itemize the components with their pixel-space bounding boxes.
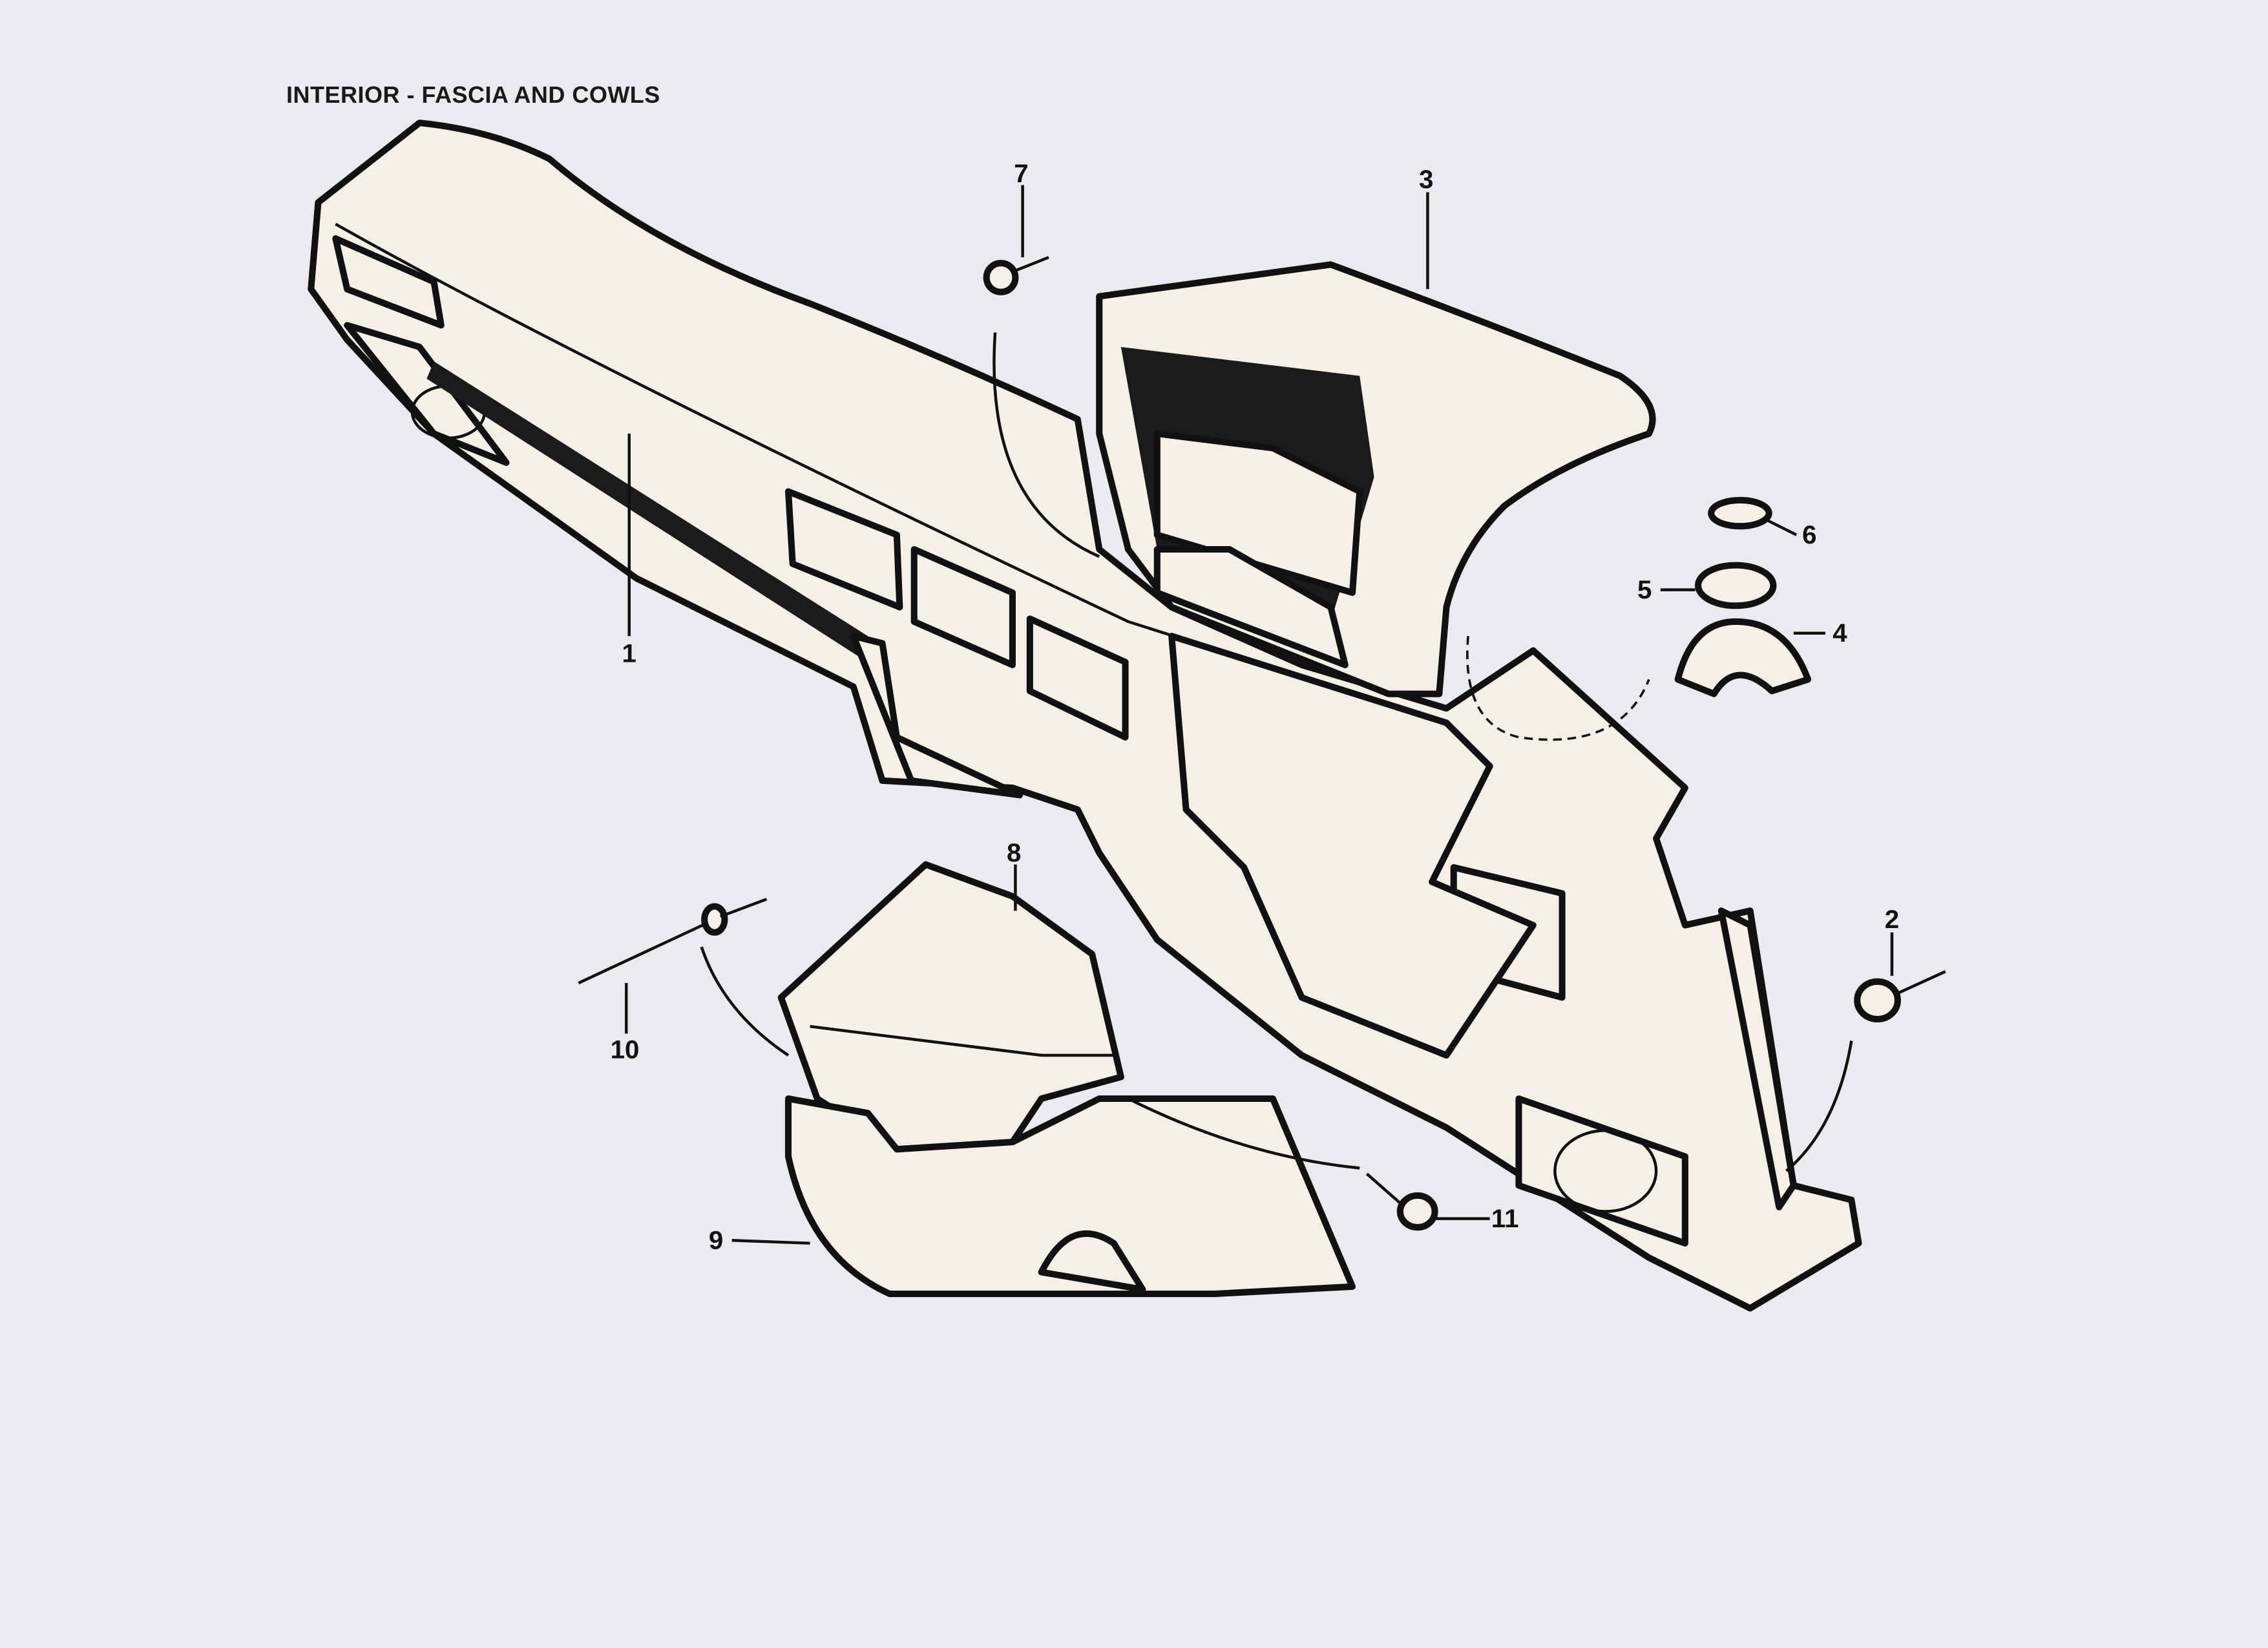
leader-lines — [625, 185, 1894, 1245]
wing-nut-4 — [1674, 618, 1812, 697]
fascia-panel — [308, 120, 1862, 1312]
callout-1: 1 — [622, 639, 636, 668]
callout-6: 6 — [1802, 520, 1816, 549]
callout-5: 5 — [1637, 575, 1652, 604]
callout-4: 4 — [1832, 618, 1847, 648]
rivet-10 — [578, 921, 709, 985]
washer-5 — [1694, 562, 1777, 609]
callout-7: 7 — [1014, 159, 1028, 188]
callout-9: 9 — [709, 1226, 723, 1255]
instrument-binnacle — [1096, 261, 1656, 697]
callout-11: 11 — [1491, 1204, 1519, 1233]
screw-7 — [983, 260, 1019, 295]
callout-labels: 1 2 3 4 5 6 7 8 9 10 11 — [611, 159, 1900, 1255]
callout-3: 3 — [1419, 165, 1433, 194]
fasteners — [578, 256, 1946, 1231]
diagram-title: INTERIOR - FASCIA AND COWLS — [286, 81, 660, 108]
nut-6 — [1708, 496, 1772, 530]
screw-2 — [1854, 978, 1901, 1023]
steering-cowl-lower — [784, 1095, 1356, 1298]
screw-11 — [1396, 1192, 1438, 1231]
callout-10: 10 — [611, 1035, 640, 1064]
callout-8: 8 — [1007, 838, 1021, 867]
callout-2: 2 — [1885, 905, 1899, 934]
